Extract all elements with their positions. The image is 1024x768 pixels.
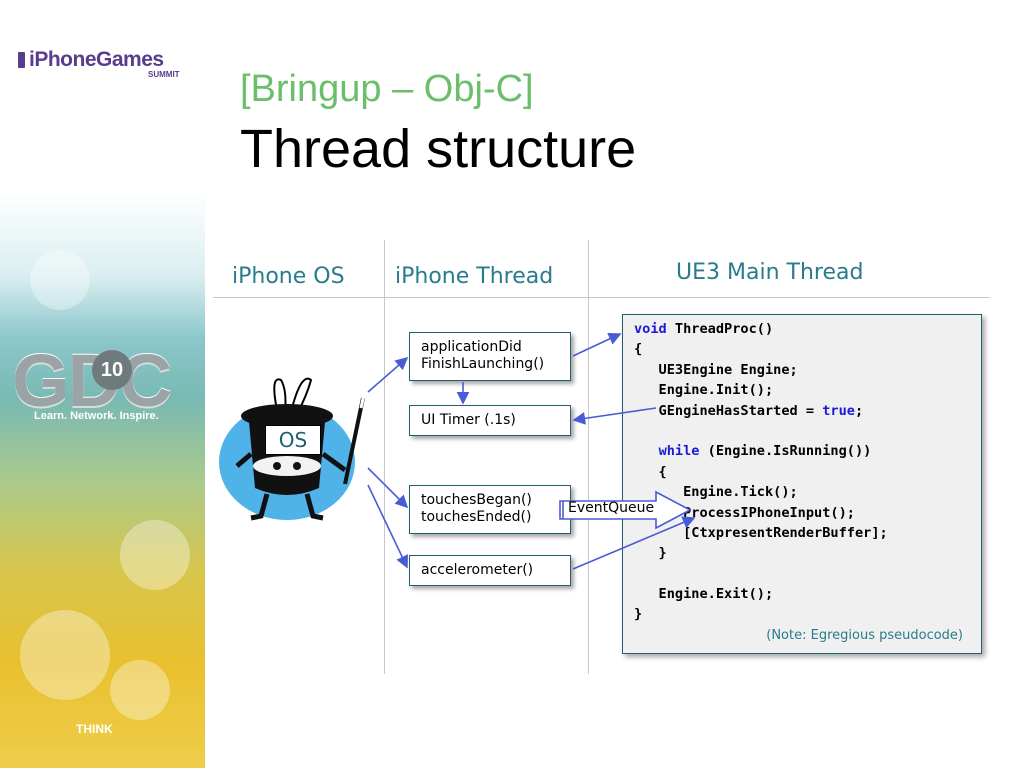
gdc-year-badge: 10 <box>92 350 132 390</box>
arrow-os-to-launch <box>367 356 409 393</box>
box-application-did-finish-launching: applicationDid FinishLaunching() <box>409 332 571 381</box>
code-line: GEngineHasStarted = true; <box>634 402 864 419</box>
code-keyword: while <box>658 443 700 460</box>
box-line: touchesEnded() <box>421 509 532 525</box>
box-ui-timer: UI Timer (.1s) <box>409 405 571 436</box>
slide-subtitle: [Bringup – Obj-C] <box>240 68 534 110</box>
code-line: Engine.Init(); <box>634 382 774 399</box>
arm-left <box>235 452 253 468</box>
arrow-accel-to-input <box>572 516 696 570</box>
phone-icon <box>18 52 25 68</box>
decor-glow <box>120 520 190 590</box>
decor-glow <box>110 660 170 720</box>
leg-right <box>304 493 324 521</box>
code-note: (Note: Egregious pseudocode) <box>766 628 963 643</box>
code-line: while (Engine.IsRunning()) <box>658 443 872 460</box>
hat-band <box>253 456 321 476</box>
code-line: Engine.Tick(); <box>634 484 798 501</box>
gdc-tagline: Learn. Network. Inspire. <box>34 410 159 422</box>
brand-name: iPhoneGames <box>29 48 164 71</box>
code-keyword: true <box>822 402 855 419</box>
brand-logo: iPhoneGames <box>18 48 164 72</box>
code-line: { <box>634 463 667 480</box>
code-line: } <box>634 606 643 623</box>
hat-brim <box>241 404 333 428</box>
code-keyword: void <box>634 321 667 337</box>
gdc-logo: GDC <box>12 339 172 422</box>
box-line: accelerometer() <box>421 562 534 578</box>
box-line: FinishLaunching() <box>421 356 545 372</box>
slide-title: Thread structure <box>240 119 637 179</box>
code-line: } <box>634 545 667 562</box>
code-line: UE3Engine Engine; <box>634 361 798 378</box>
box-accelerometer: accelerometer() <box>409 555 571 586</box>
code-listing: void ThreadProc() { UE3Engine Engine; Eng… <box>634 319 981 625</box>
column-header-iphone-os: iPhone OS <box>232 264 345 289</box>
code-line: Engine.Exit(); <box>634 586 774 603</box>
column-divider <box>384 240 385 674</box>
decor-glow <box>20 610 110 700</box>
arrow-os-to-accel <box>367 484 408 569</box>
box-line: applicationDid <box>421 339 522 355</box>
brand-sub: SUMMIT <box>148 70 180 79</box>
box-line: touchesBegan() <box>421 492 532 508</box>
arrow-engine-start-to-timer <box>572 407 657 425</box>
eye-left <box>273 462 281 470</box>
box-touches: touchesBegan() touchesEnded() <box>409 485 571 534</box>
arm-right <box>321 451 347 473</box>
mouth <box>278 477 296 482</box>
code-line: ProcessIPhoneInput(); <box>634 504 855 521</box>
eye-right <box>293 462 301 470</box>
code-line: [CtxpresentRenderBuffer]; <box>634 524 888 541</box>
side-decoration <box>0 0 205 768</box>
event-queue-label: EventQueue <box>568 500 655 516</box>
code-line: void ThreadProc() <box>634 321 774 337</box>
code-line: { <box>634 341 643 358</box>
os-badge: OS <box>265 425 321 455</box>
decor-glow <box>30 250 90 310</box>
arrow-launch-to-threadproc <box>572 332 622 357</box>
sponsor-logo: THINK <box>76 722 113 736</box>
magic-wand <box>343 397 365 485</box>
leg-left <box>250 493 270 521</box>
column-header-ue3-main-thread: UE3 Main Thread <box>676 260 864 285</box>
box-line: UI Timer (.1s) <box>421 412 516 428</box>
os-mascot-illustration <box>219 377 366 521</box>
arrow-os-to-touches <box>367 467 409 509</box>
code-panel: void ThreadProc() { UE3Engine Engine; Eng… <box>622 314 982 654</box>
column-header-iphone-thread: iPhone Thread <box>395 264 554 289</box>
header-divider <box>213 297 990 298</box>
event-queue-arrow <box>559 490 692 530</box>
column-divider <box>588 240 589 674</box>
magic-wand-tip <box>359 393 366 409</box>
